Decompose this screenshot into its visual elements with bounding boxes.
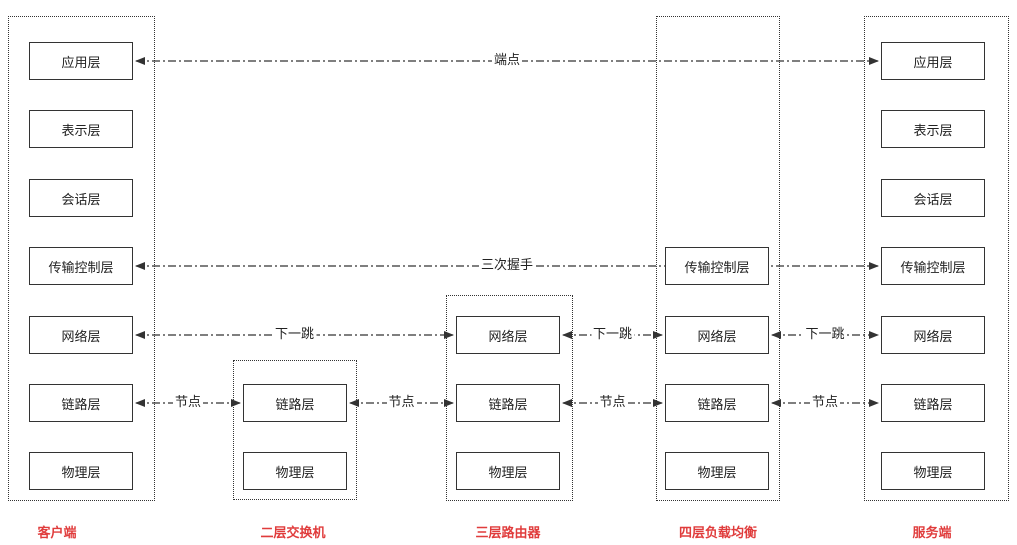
layer-box: 链路层 [243, 384, 347, 422]
layer-box: 传输控制层 [665, 247, 769, 285]
device-label-router: 三层路由器 [475, 526, 541, 541]
layer-box: 会话层 [29, 179, 133, 217]
layer-box: 表示层 [881, 110, 985, 148]
layer-box: 网络层 [456, 316, 560, 354]
layer-box: 物理层 [665, 452, 769, 490]
device-group-server [864, 16, 1009, 501]
connection-label: 端点 [491, 53, 523, 69]
device-label-lb: 四层负载均衡 [678, 526, 758, 541]
layer-box: 链路层 [29, 384, 133, 422]
device-label-client: 客户端 [37, 526, 77, 541]
layer-box: 应用层 [29, 42, 133, 80]
layer-box: 会话层 [881, 179, 985, 217]
layer-box: 传输控制层 [881, 247, 985, 285]
connection-label: 节点 [597, 395, 628, 411]
device-label-server: 服务端 [912, 526, 952, 541]
device-label-switch: 二层交换机 [260, 526, 326, 541]
connection-label: 下一跳 [272, 327, 317, 343]
connection-label: 节点 [386, 395, 417, 411]
device-group-switch [233, 360, 357, 500]
layer-box: 物理层 [881, 452, 985, 490]
layer-box: 表示层 [29, 110, 133, 148]
layer-box: 网络层 [665, 316, 769, 354]
connection-label: 节点 [172, 395, 204, 411]
layer-box: 网络层 [881, 316, 985, 354]
device-group-router [446, 295, 573, 501]
device-group-lb [656, 16, 780, 501]
layer-box: 链路层 [665, 384, 769, 422]
connection-label: 三次握手 [478, 258, 536, 274]
connection-label: 下一跳 [590, 327, 635, 343]
layer-box: 链路层 [456, 384, 560, 422]
layer-box: 物理层 [456, 452, 560, 490]
layer-box: 应用层 [881, 42, 985, 80]
connection-label: 下一跳 [803, 327, 847, 343]
device-group-client [8, 16, 155, 501]
layer-box: 链路层 [881, 384, 985, 422]
layer-box: 网络层 [29, 316, 133, 354]
layer-box: 物理层 [29, 452, 133, 490]
connection-label: 节点 [809, 395, 841, 411]
layer-box: 传输控制层 [29, 247, 133, 285]
layer-box: 物理层 [243, 452, 347, 490]
